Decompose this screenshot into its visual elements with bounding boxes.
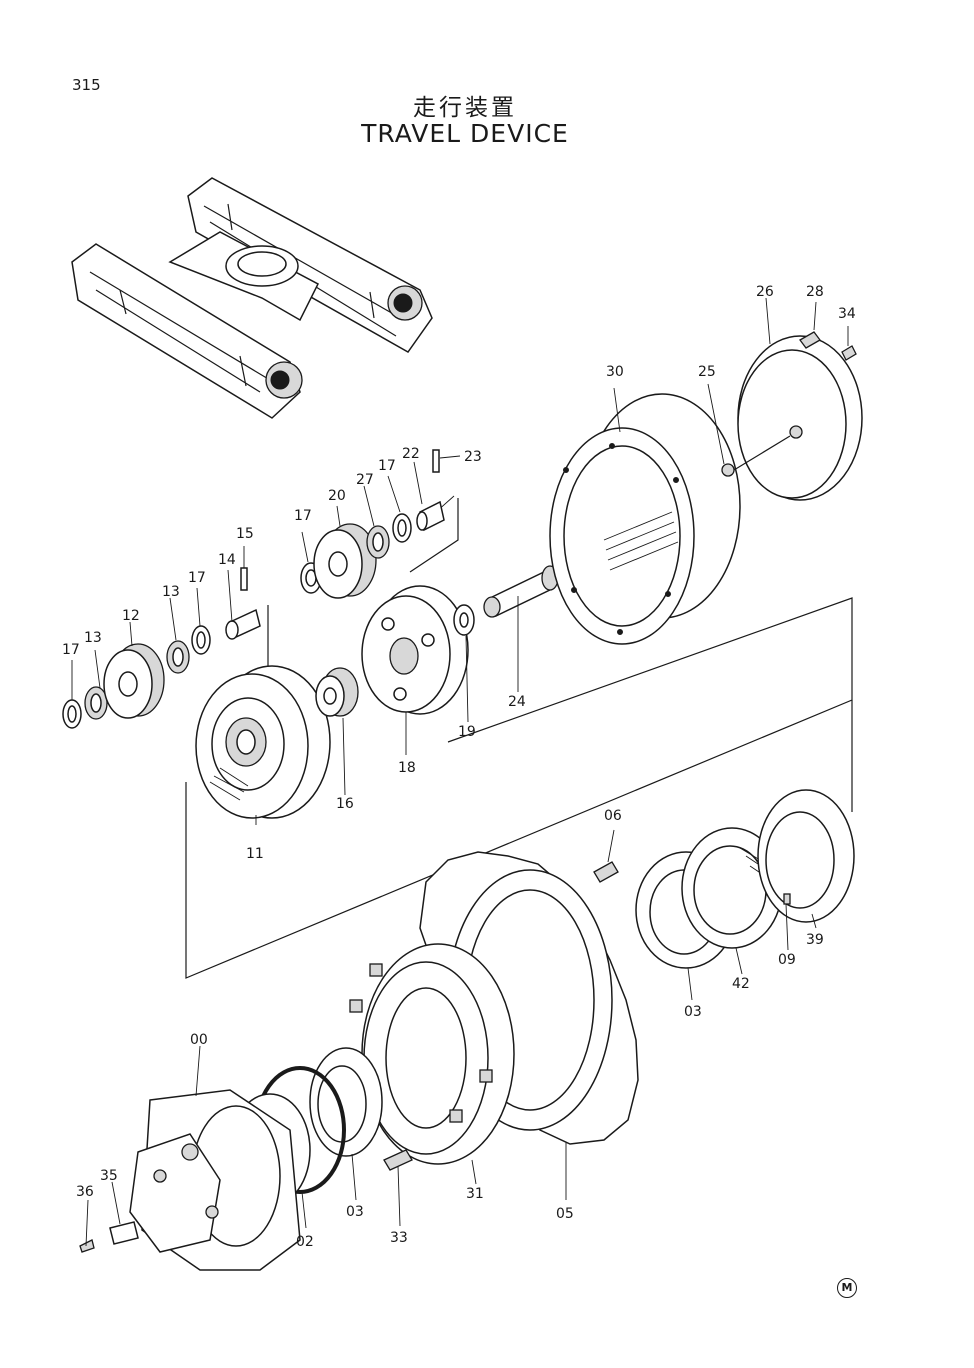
callout-16: 16 — [336, 796, 354, 812]
callout-12: 12 — [122, 608, 140, 624]
callout-35: 35 — [100, 1168, 118, 1184]
part-13-needle-bearing — [84, 686, 108, 720]
part-26-cover — [733, 335, 863, 501]
part-27-needle-bearing — [366, 525, 390, 559]
part-33-bolt — [383, 1149, 413, 1171]
callout-19: 19 — [458, 724, 476, 740]
callout-23: 23 — [464, 449, 482, 465]
callout-26: 26 — [756, 284, 774, 300]
part-28-bolt — [799, 331, 821, 349]
callout-28: 28 — [806, 284, 824, 300]
part-35-nameplate — [109, 1221, 139, 1245]
part-13-needle-bearing — [166, 640, 190, 674]
title-japanese: 走行装置 — [413, 95, 517, 121]
part-03-floating-seal — [309, 1047, 383, 1157]
callout-27: 27 — [356, 472, 374, 488]
callout-17: 17 — [188, 570, 206, 586]
callout-22: 22 — [402, 446, 420, 462]
callout-03: 03 — [684, 1004, 702, 1020]
callout-13: 13 — [162, 584, 180, 600]
part-25-plug — [721, 463, 735, 477]
callout-24: 24 — [508, 694, 526, 710]
part-22-planet-shaft — [416, 500, 445, 532]
part-12-planet-gear — [103, 643, 165, 719]
part-36-rivet — [79, 1239, 95, 1253]
part-18-carrier — [361, 585, 469, 715]
part-11-carrier — [195, 665, 331, 819]
part-24-propeller-shaft — [483, 565, 559, 618]
callout-25: 25 — [698, 364, 716, 380]
part-15-spring-pin — [240, 567, 248, 591]
callout-00: 00 — [190, 1032, 208, 1048]
part-17-thrust-washer — [62, 699, 82, 729]
page-number: 315 — [72, 76, 101, 94]
callout-06: 06 — [604, 808, 622, 824]
callout-33: 33 — [390, 1230, 408, 1246]
callout-labels: 00 02 03 03 05 06 09 11 12 13 13 14 15 1… — [62, 284, 856, 1250]
callout-09: 09 — [778, 952, 796, 968]
part-00-travel-motor — [129, 1089, 311, 1271]
part-09-pin — [783, 893, 791, 905]
sprocket-icon — [387, 285, 423, 321]
track-frame-illustration — [71, 177, 433, 419]
model-mark-icon: M — [837, 1278, 857, 1298]
callout-42: 42 — [732, 976, 750, 992]
callout-36: 36 — [76, 1184, 94, 1200]
callout-11: 11 — [246, 846, 264, 862]
callout-20: 20 — [328, 488, 346, 504]
part-23-spring-pin — [432, 449, 440, 473]
part-16-sun-gear — [315, 667, 359, 717]
part-06-bolt — [593, 861, 619, 883]
callout-03: 03 — [346, 1204, 364, 1220]
callout-30: 30 — [606, 364, 624, 380]
callout-05: 05 — [556, 1206, 574, 1222]
callout-39: 39 — [806, 932, 824, 948]
part-34-plug — [841, 345, 857, 361]
callout-18: 18 — [398, 760, 416, 776]
part-17-thrust-washer — [191, 625, 211, 655]
part-31-hub — [349, 943, 515, 1165]
callout-15: 15 — [236, 526, 254, 542]
part-42-ring — [681, 827, 783, 949]
callout-02: 02 — [296, 1234, 314, 1250]
title-english: TRAVEL DEVICE — [361, 119, 569, 148]
part-19-thrust-washer — [453, 604, 475, 636]
callout-17: 17 — [62, 642, 80, 658]
callout-13: 13 — [84, 630, 102, 646]
part-20-planet-gear — [313, 523, 377, 599]
part-17-thrust-washer — [392, 513, 412, 543]
callout-17: 17 — [294, 508, 312, 524]
callout-17: 17 — [378, 458, 396, 474]
callout-34: 34 — [838, 306, 856, 322]
part-30-ring-gear — [549, 393, 741, 645]
part-39-cover — [757, 789, 855, 923]
callout-31: 31 — [466, 1186, 484, 1202]
callout-14: 14 — [218, 552, 236, 568]
sprocket-icon — [265, 361, 303, 399]
